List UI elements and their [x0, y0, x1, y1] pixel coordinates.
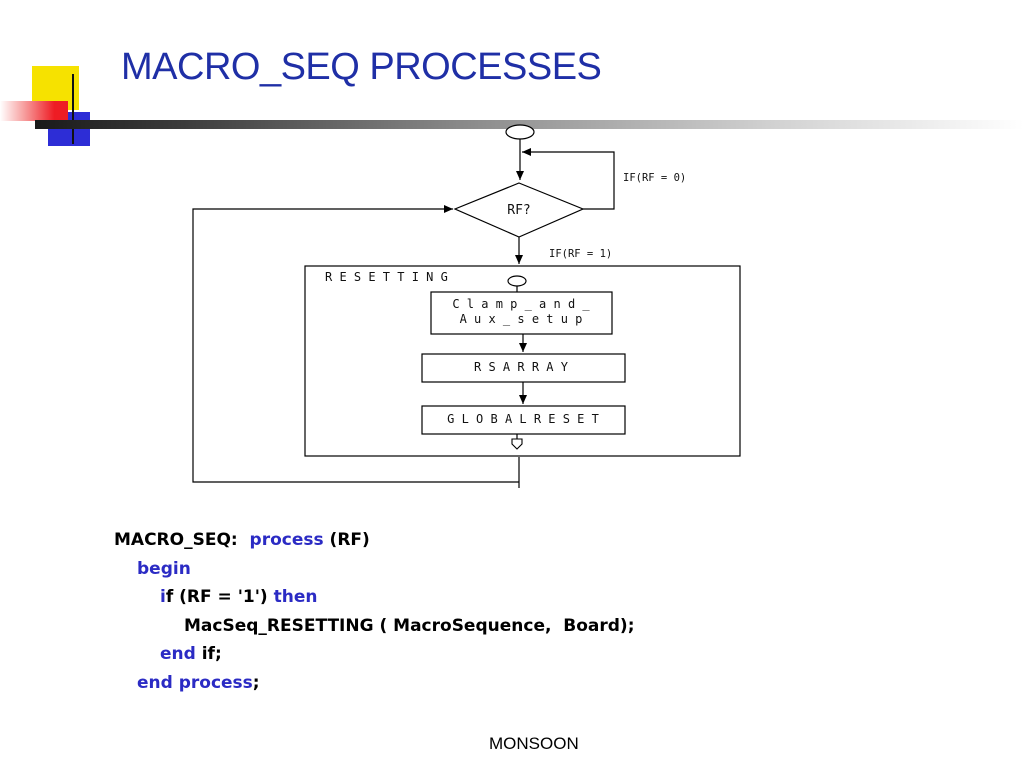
resetting-end-connector [511, 438, 523, 450]
slide-footer: MONSOON [489, 734, 579, 753]
code-line-3: if (RF = '1') then [160, 587, 318, 608]
code-line-6: end process; [137, 672, 260, 693]
code-line-4: MacSeq_RESETTING ( MacroSequence, Board)… [184, 615, 635, 636]
step-clamp-line2: A u x _ s e t u p [460, 312, 583, 326]
code-line-1: MACRO_SEQ: process (RF) [114, 530, 370, 550]
start-terminal [505, 124, 535, 140]
resetting-group-label: R E S E T T I N G [325, 270, 448, 284]
step-clamp-line1: C l a m p _ a n d _ [452, 297, 590, 311]
return-loop-arrow [192, 205, 520, 488]
title-underline-bar [35, 120, 1024, 129]
deco-red-streak [0, 101, 68, 121]
step-clamp-aux-setup [430, 291, 613, 335]
condition-rf-zero: IF(RF = 0) [623, 172, 686, 184]
resetting-group [304, 265, 741, 457]
step-global-reset-label: G L O B A L R E S E T [447, 412, 599, 426]
code-line-5: end if; [160, 644, 222, 665]
slide-title: MACRO_SEQ PROCESSES [121, 46, 602, 88]
step-rsarray-label: R S A R R A Y [474, 360, 569, 374]
step-global-reset [421, 405, 626, 435]
code-line-2: begin [137, 558, 191, 579]
decision-label: RF? [507, 203, 530, 218]
rf-zero-loop-arrow [522, 148, 615, 210]
vhdl-code-block: MACRO_SEQ: process (RF) begin if (RF = '… [114, 526, 635, 698]
resetting-start-terminal [507, 275, 527, 287]
condition-rf-one: IF(RF = 1) [549, 248, 612, 260]
deco-vertical-line [72, 74, 74, 144]
